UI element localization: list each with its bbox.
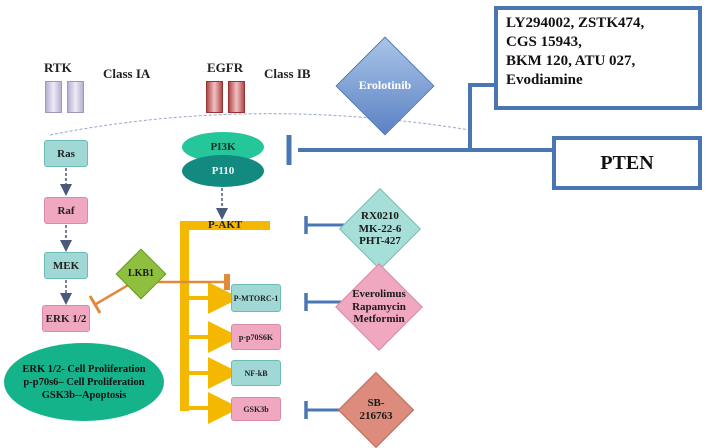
membrane-arc [49,113,471,136]
akt-inhibitor-1: RX0210 [361,210,399,223]
lkb1-erk-line [95,282,131,306]
gsk-inhibitor-1: SB- [367,397,385,410]
mtor-inhibitor-1: Everolimus [352,288,406,301]
mek-node: MEK [44,252,88,279]
erolotinib-drug: Erolotinib [335,36,435,136]
class-ib-label: Class IB [264,66,311,81]
lkb1-erk-tbar [88,295,102,314]
pakt-bar [180,221,270,230]
pi3k-inhibitor-line-2: CGS 15943, [506,34,582,50]
p110-ellipse: P110 [182,155,264,187]
nfkb-node: NF-kB [231,360,281,386]
egfr-label: EGFR [207,60,244,75]
pakt-trunk [180,221,189,411]
erk-node: ERK 1/2 [42,305,90,332]
gsk-inhibitor-2: 216763 [359,410,393,422]
erolotinib-label: Erolotinib [358,78,412,93]
pi3k-label: PI3K [210,141,236,153]
pten-box: PTEN [552,136,702,190]
summary-ellipse: ERK 1/2- Cell Proliferation p-p70s6– Cel… [4,343,164,421]
akt-inhibitor-3: PHT-427 [359,235,401,248]
class-ia-label: Class IA [103,66,151,81]
lkb1-node: LKB1 [115,248,167,300]
akt-inhibitor-2: MK-22-6 [358,222,402,235]
gsk3b-node: GSK3b [231,397,281,421]
pi3k-inhibitor-line-1: LY294002, ZSTK474, [506,15,645,31]
rtk-receptor-icon [45,81,85,113]
pakt-label: P-AKT [208,219,243,231]
summary-line-1: ERK 1/2- Cell Proliferation [22,363,146,375]
gsk-inhibitor-drug: SB- 216763 [337,371,415,448]
akt-inhibitors-drug: RX0210 MK-22-6 PHT-427 [338,187,422,271]
p110-label: P110 [211,165,235,177]
mtor-inhibitor-2: Rapamycin [352,300,406,313]
summary-line-2: p-p70s6– Cell Proliferation [23,376,145,388]
mtor-inhibitors-drug: Everolimus Rapamycin Metformin [335,263,423,351]
ras-node: Ras [44,140,88,167]
egfr-receptor-icon [206,81,246,113]
p70s6k-node: p-p70S6K [231,324,281,350]
pi3k-inhibitor-line-3: BKM 120, ATU 027, [506,53,636,69]
mtorc-node: P-MTORC-1 [231,284,281,312]
raf-node: Raf [44,197,88,224]
lkb1-label: LKB1 [127,268,155,280]
summary-line-3: GSK3b--Apoptosis [41,389,127,401]
pten-label: PTEN [600,151,654,174]
pi3k-inhibitors-box: LY294002, ZSTK474, CGS 15943, BKM 120, A… [494,6,702,110]
rtk-label: RTK [44,60,72,75]
lkb1-mtorc-tbar [224,274,230,290]
mtor-inhibitor-3: Metformin [353,313,405,326]
pi3k-inhibitor-line-4: Evodiamine [506,72,583,88]
